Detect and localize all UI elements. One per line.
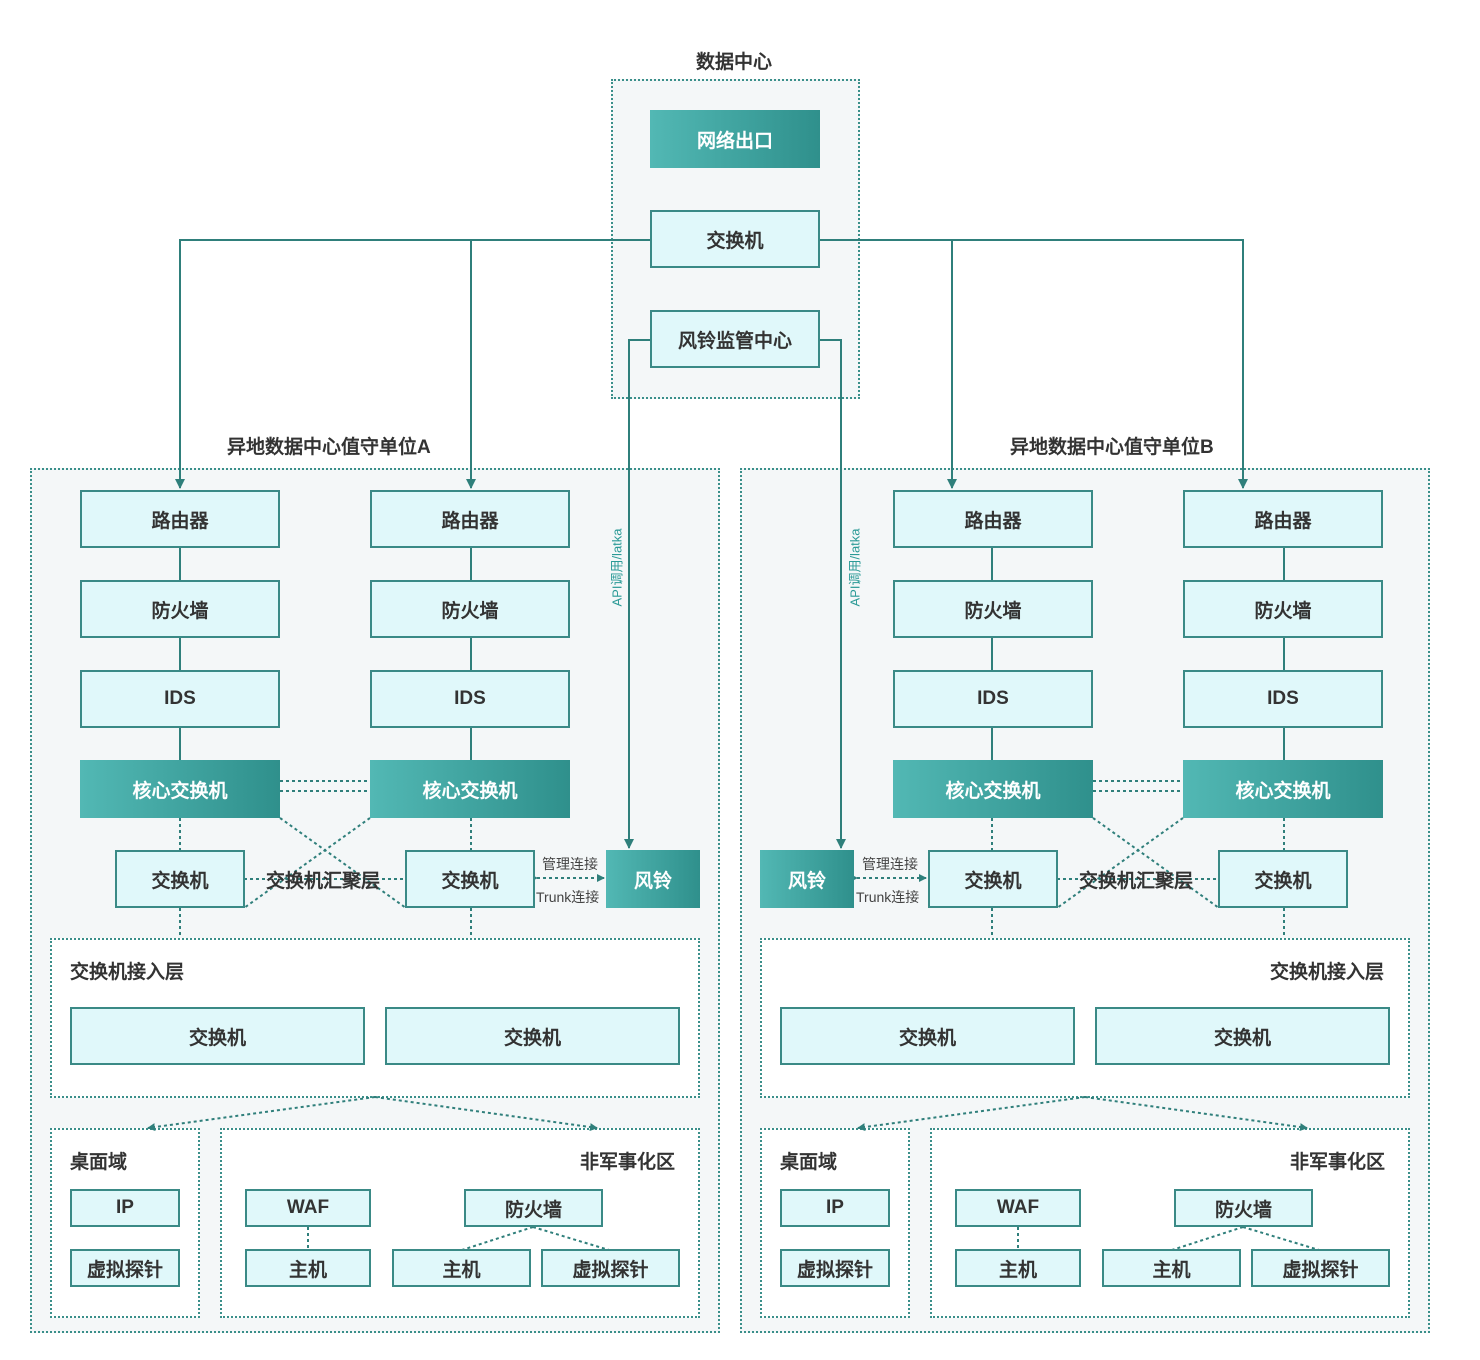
site-b-firewall-1[interactable]: 防火墙 (893, 580, 1093, 638)
site-b-dmz-title: 非军事化区 (1290, 1152, 1386, 1173)
site-b-title: 异地数据中心值守单位B (1010, 437, 1214, 458)
site-b-ids-2[interactable]: IDS (1183, 670, 1383, 728)
site-b-waf-node[interactable]: WAF (955, 1189, 1081, 1227)
fengling-center-node[interactable]: 风铃监管中心 (650, 310, 820, 368)
site-a-core-switch-1[interactable]: 核心交换机 (80, 760, 280, 818)
site-a-fengling-node[interactable]: 风铃 (606, 850, 700, 908)
site-a-desktop-probe-node[interactable]: 虚拟探针 (70, 1249, 180, 1287)
site-a-waf-host-node[interactable]: 主机 (245, 1249, 371, 1287)
site-b-core-switch-1[interactable]: 核心交换机 (893, 760, 1093, 818)
site-a-dmz-firewall-node[interactable]: 防火墙 (464, 1189, 603, 1227)
site-b-firewall-2[interactable]: 防火墙 (1183, 580, 1383, 638)
site-a-core-switch-2[interactable]: 核心交换机 (370, 760, 570, 818)
site-a-dmz-title: 非军事化区 (580, 1152, 676, 1173)
site-b-dmz-host-node[interactable]: 主机 (1102, 1249, 1241, 1287)
site-b-ids-1[interactable]: IDS (893, 670, 1093, 728)
site-a-dmz-probe-node[interactable]: 虚拟探针 (541, 1249, 680, 1287)
site-a-firewall-1[interactable]: 防火墙 (80, 580, 280, 638)
api-label-right: API调用/latka (847, 528, 863, 607)
site-a-access-switch-1[interactable]: 交换机 (70, 1007, 365, 1065)
site-a-dmz-host-node[interactable]: 主机 (392, 1249, 531, 1287)
site-b-access-switch-1[interactable]: 交换机 (780, 1007, 1075, 1065)
site-a-agg-switch-1[interactable]: 交换机 (115, 850, 245, 908)
site-b-fengling-node[interactable]: 风铃 (760, 850, 854, 908)
site-a-agg-switch-2[interactable]: 交换机 (405, 850, 535, 908)
site-a-mgmt-link-label: 管理连接 (542, 856, 598, 872)
site-a-aggregation-label: 交换机汇聚层 (266, 871, 381, 892)
site-a-ip-node[interactable]: IP (70, 1189, 180, 1227)
site-a-access-switch-2[interactable]: 交换机 (385, 1007, 680, 1065)
datacenter-title: 数据中心 (696, 52, 773, 73)
site-b-router-1[interactable]: 路由器 (893, 490, 1093, 548)
site-b-desktop-probe-node[interactable]: 虚拟探针 (780, 1249, 890, 1287)
site-a-ids-2[interactable]: IDS (370, 670, 570, 728)
site-b-trunk-link-label: Trunk连接 (856, 889, 920, 905)
site-a-trunk-link-label: Trunk连接 (536, 889, 600, 905)
datacenter-switch-node[interactable]: 交换机 (650, 210, 820, 268)
network-egress-node[interactable]: 网络出口 (650, 110, 820, 168)
site-b-dmz-firewall-node[interactable]: 防火墙 (1174, 1189, 1313, 1227)
site-a-title: 异地数据中心值守单位A (227, 437, 431, 458)
site-a-desktop-title: 桌面域 (70, 1152, 128, 1173)
site-b-agg-switch-1[interactable]: 交换机 (928, 850, 1058, 908)
site-b-access-switch-2[interactable]: 交换机 (1095, 1007, 1390, 1065)
site-b-waf-host-node[interactable]: 主机 (955, 1249, 1081, 1287)
site-a-access-layer-title: 交换机接入层 (70, 962, 185, 983)
site-a-router-2[interactable]: 路由器 (370, 490, 570, 548)
site-a-router-1[interactable]: 路由器 (80, 490, 280, 548)
api-label-left: API调用/latka (609, 528, 625, 607)
site-b-core-switch-2[interactable]: 核心交换机 (1183, 760, 1383, 818)
site-b-desktop-title: 桌面域 (780, 1152, 838, 1173)
site-b-ip-node[interactable]: IP (780, 1189, 890, 1227)
site-a-firewall-2[interactable]: 防火墙 (370, 580, 570, 638)
site-b-aggregation-label: 交换机汇聚层 (1079, 871, 1194, 892)
site-b-dmz-probe-node[interactable]: 虚拟探针 (1251, 1249, 1390, 1287)
site-a-ids-1[interactable]: IDS (80, 670, 280, 728)
site-a-waf-node[interactable]: WAF (245, 1189, 371, 1227)
site-b-router-2[interactable]: 路由器 (1183, 490, 1383, 548)
site-b-agg-switch-2[interactable]: 交换机 (1218, 850, 1348, 908)
site-b-access-layer-title: 交换机接入层 (1270, 962, 1385, 983)
site-b-mgmt-link-label: 管理连接 (862, 856, 918, 872)
